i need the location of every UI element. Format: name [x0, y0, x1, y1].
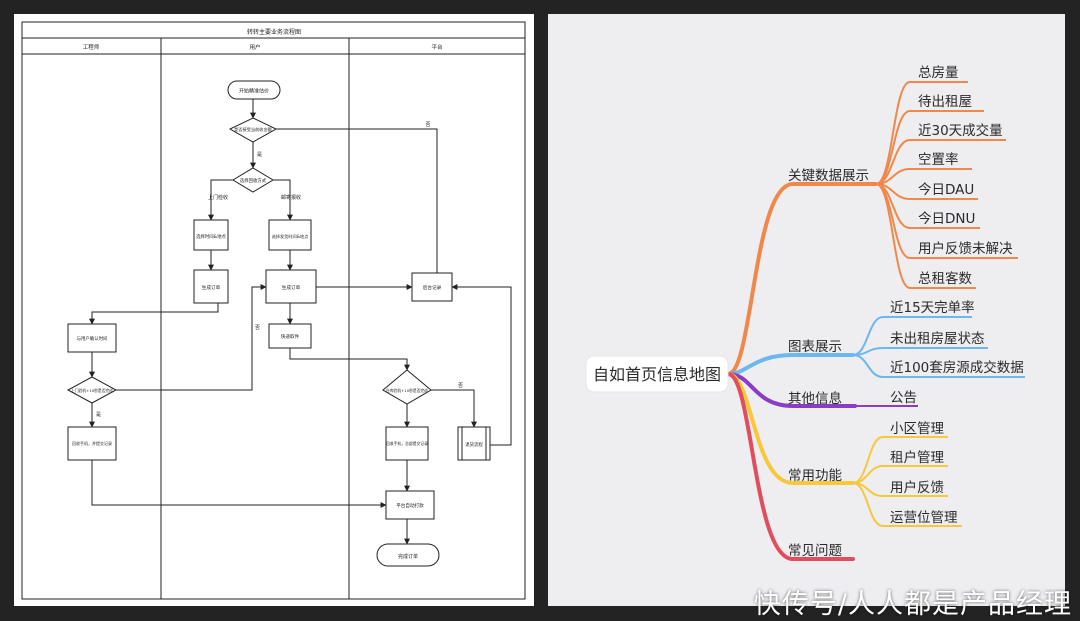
mindmap-svg: 自如首页信息地图 关键数据展示 图表展示 其他信息 常用功能 常见问题 总房量 …: [585, 65, 1025, 561]
branch-label-features: 常用功能: [788, 468, 842, 484]
svg-text:仓库验机+10秒是否完成: 仓库验机+10秒是否完成: [386, 388, 428, 393]
svg-text:退货流程: 退货流程: [465, 441, 483, 448]
svg-text:选择时间&地点: 选择时间&地点: [196, 233, 226, 240]
flow-node-choose-time: 选择时间&地点: [193, 219, 229, 251]
edge-label-no-2: 否: [255, 325, 260, 331]
leaf-user-feedback: 用户反馈: [890, 479, 944, 496]
branch-features-links: [852, 436, 962, 527]
svg-text:开始精准估价: 开始精准估价: [239, 88, 269, 95]
flow-decision-inspect: 仓库验机+10秒是否完成: [382, 369, 432, 405]
branch-mail-label: 邮寄报收: [281, 194, 301, 201]
leaf-total-rooms: 总房量: [918, 65, 959, 81]
flow-node-finish: 完成订单: [376, 543, 440, 567]
mindmap-trunk-curves: [726, 182, 878, 561]
flow-node-gen-order-mid: 生成订单: [265, 269, 317, 304]
flow-decision-accept: 是否接受当前收金额: [228, 117, 278, 143]
mindmap-root: 自如首页信息地图: [585, 355, 729, 393]
leaf-total-tenants: 总租客数: [918, 270, 972, 287]
lane-engineer: 工程师: [83, 43, 100, 51]
flow-edges: [89, 99, 512, 545]
flow-node-recycle-right: 回收手机，总部提交记录: [385, 426, 429, 461]
flow-node-choose-ship-time: 选择发货时间&地点: [268, 219, 312, 251]
leaf-announcement: 公告: [890, 390, 917, 406]
leaf-30day-deals: 近30天成交量: [918, 122, 1003, 139]
leaf-unrented-status: 未出租房屋状态: [890, 331, 985, 347]
lane-platform: 平台: [431, 43, 443, 51]
leaf-today-dau: 今日DAU: [918, 182, 974, 198]
svg-text:是否接受当前收金额: 是否接受当前收金额: [234, 126, 273, 133]
flow-node-auto-pay: 平台自动打款: [385, 490, 435, 520]
flowchart-panel: 转转主要业务流程图 工程师 用户 平台: [14, 14, 534, 606]
svg-text:回收手机，总部提交记录: 回收手机，总部提交记录: [386, 441, 428, 446]
flow-node-start: 开始精准估价: [227, 80, 281, 100]
svg-text:选择回收方式: 选择回收方式: [240, 177, 267, 184]
svg-text:回收手机，并提交记录: 回收手机，并提交记录: [72, 440, 112, 446]
lane-user: 用户: [249, 43, 260, 51]
leaf-community-mgmt: 小区管理: [890, 421, 944, 437]
leaf-15day-completion: 近15天完单率: [890, 299, 975, 316]
edge-label-yes: 是: [257, 152, 262, 158]
leaf-100-listings-deals: 近100套房源成交数据: [890, 359, 1024, 376]
branch-label-faq: 常见问题: [788, 543, 842, 559]
svg-text:快递取件: 快递取件: [281, 333, 300, 340]
branch-door-label: 上门检收: [208, 194, 228, 201]
flow-node-return: 退货流程: [457, 426, 491, 461]
svg-text:上门验机+10秒是否完成: 上门验机+10秒是否完成: [71, 388, 113, 393]
svg-text:与用户确认时间: 与用户确认时间: [77, 335, 108, 342]
svg-text:平台自动打款: 平台自动打款: [396, 502, 424, 509]
leaf-vacancy-rate: 空置率: [918, 151, 959, 168]
flow-decision-method: 选择回收方式: [232, 167, 274, 193]
flow-node-backend-record: 后台记录: [411, 272, 453, 302]
flowchart-title: 转转主要业务流程图: [247, 28, 301, 36]
leaf-feedback-unresolved: 用户反馈未解决: [918, 240, 1013, 257]
branch-label-charts: 图表展示: [788, 339, 842, 355]
leaf-pending-rent: 待出租屋: [918, 94, 972, 110]
branch-label-key-data: 关键数据展示: [788, 168, 869, 184]
edge-label-no-3: 否: [458, 383, 463, 389]
flow-node-recycle-left: 回收手机，并提交记录: [67, 426, 117, 461]
svg-text:完成订单: 完成订单: [398, 553, 418, 560]
edge-label-no: 否: [425, 122, 430, 128]
flowchart-svg: 转转主要业务流程图 工程师 用户 平台: [21, 21, 526, 600]
leaf-tenant-mgmt: 租户管理: [890, 449, 944, 466]
svg-text:生成订单: 生成订单: [202, 284, 221, 291]
flow-node-confirm-time: 与用户确认时间: [67, 323, 117, 353]
swimlane-frame: [21, 21, 526, 600]
flow-decision-door-inspect: 上门验机+10秒是否完成: [66, 376, 118, 404]
branch-key-data-links: [875, 81, 1018, 289]
branch-charts-links: [852, 316, 1025, 378]
flow-node-gen-order-left: 生成订单: [193, 269, 229, 304]
svg-text:自如首页信息地图: 自如首页信息地图: [593, 365, 721, 384]
branch-label-other: 其他信息: [788, 390, 842, 407]
leaf-today-dnu: 今日DNU: [918, 211, 975, 227]
mindmap-panel: 自如首页信息地图 关键数据展示 图表展示 其他信息 常用功能 常见问题 总房量 …: [548, 14, 1065, 606]
svg-text:后台记录: 后台记录: [423, 284, 442, 291]
edge-label-yes-2: 是: [96, 412, 101, 418]
svg-text:生成订单: 生成订单: [282, 284, 301, 291]
svg-text:选择发货时间&地点: 选择发货时间&地点: [272, 233, 309, 240]
watermark-text: 快传号/人人都是产品经理: [753, 589, 1072, 620]
flow-node-express: 快递取件: [268, 323, 312, 349]
leaf-ops-slot-mgmt: 运营位管理: [890, 510, 958, 526]
